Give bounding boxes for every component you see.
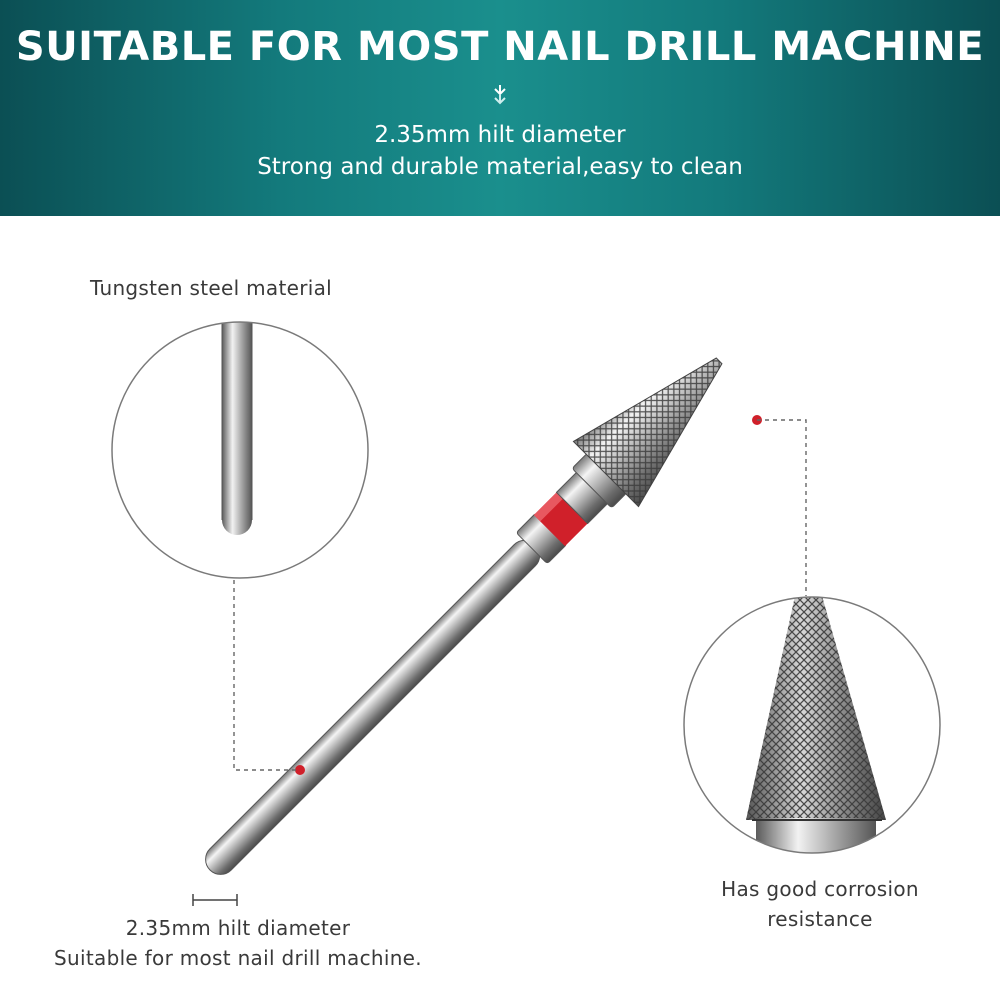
tungsten-label: Tungsten steel material bbox=[90, 276, 332, 300]
banner-subtitle-line-2: Strong and durable material,easy to clea… bbox=[257, 154, 743, 180]
hilt-label-line-2: Suitable for most nail drill machine. bbox=[54, 946, 422, 970]
header-banner: SUITABLE FOR MOST NAIL DRILL MACHINE 2.3… bbox=[0, 0, 1000, 216]
zoom-circle-cone bbox=[683, 596, 941, 854]
banner-subtitle-line-1: 2.35mm hilt diameter bbox=[374, 122, 626, 148]
drill-bit bbox=[205, 357, 723, 875]
down-arrow-icon bbox=[494, 85, 506, 105]
hilt-diameter-marker bbox=[192, 894, 238, 906]
corrosion-label: Has good corrosion resistance bbox=[690, 874, 950, 934]
corrosion-label-line-1: Has good corrosion bbox=[721, 877, 919, 901]
leader-line-cone bbox=[757, 419, 807, 596]
leader-line-shank bbox=[233, 580, 300, 771]
shank-marker bbox=[295, 765, 305, 775]
corrosion-label-line-2: resistance bbox=[767, 907, 873, 931]
banner-title: SUITABLE FOR MOST NAIL DRILL MACHINE bbox=[15, 24, 985, 70]
hilt-label-line-1: 2.35mm hilt diameter bbox=[125, 916, 351, 940]
zoom-circle-shank bbox=[111, 321, 369, 579]
